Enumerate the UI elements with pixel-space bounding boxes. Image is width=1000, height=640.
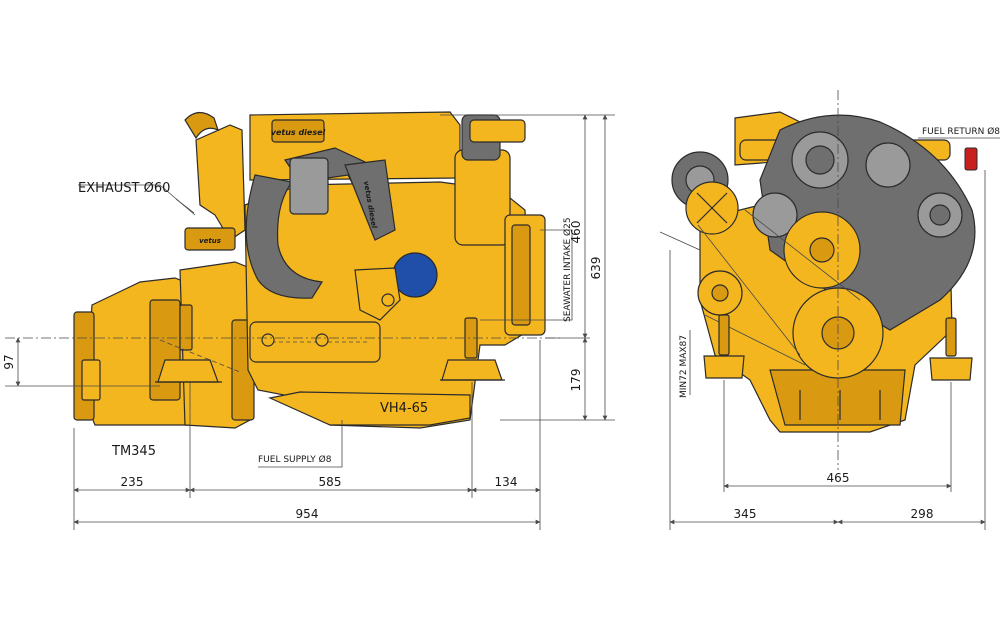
dim-length-gearbox-value: 235 (121, 475, 144, 489)
dim-lengths: 235 585 134 954 (73, 340, 541, 530)
dim-height-upper-value: 460 (569, 221, 583, 244)
front-dims: 465 345 298 (669, 170, 986, 530)
exhaust-logo: vetus (199, 237, 221, 245)
fuel-filter (354, 252, 438, 321)
front-view: FUEL RETURN Ø8 MIN72 MAX87 465 345 298 (659, 90, 1000, 530)
fuel-return-cap (964, 147, 978, 171)
seawater-leader (480, 229, 573, 321)
front-mounts (703, 314, 973, 381)
heat-exchanger (249, 321, 381, 363)
turbo-pipes: vetus diesel (245, 147, 396, 299)
dim-length-front-value: 134 (495, 475, 518, 489)
valve-cover-logo: vetus diesel (271, 128, 326, 137)
dim-width-mounts-value: 465 (827, 471, 850, 485)
exhaust-label: EXHAUST Ø60 (78, 181, 170, 196)
dim-height-total-value: 639 (589, 257, 603, 280)
dim-width-right-value: 298 (911, 507, 934, 521)
fuel-supply-leader (258, 420, 343, 468)
dim-width-left-value: 345 (734, 507, 757, 521)
fuel-return-label: FUEL RETURN Ø8 (922, 126, 1000, 137)
dim-shaft-height-value: 97 (2, 354, 16, 369)
dim-mount-height-value: 179 (569, 369, 583, 392)
exhaust-elbow: vetus (184, 111, 246, 251)
dim-shaft-height: 97 (2, 337, 160, 387)
bellhousing (179, 261, 255, 429)
dim-length-total-value: 954 (296, 507, 319, 521)
engine-model-label: VH4-65 (380, 401, 428, 416)
mount-range-label: MIN72 MAX87 (679, 335, 689, 398)
side-view: vetus diesel vetus vetus diesel (2, 111, 615, 530)
dim-heights: 460 179 639 (440, 114, 615, 421)
engine-mounts (155, 304, 505, 383)
fuel-supply-label: FUEL SUPPLY Ø8 (258, 454, 332, 465)
dim-length-mounts-value: 585 (319, 475, 342, 489)
gearbox-model-label: TM345 (111, 444, 156, 459)
seawater-intake-label: SEAWATER INTAKE Ø25 (562, 217, 573, 322)
